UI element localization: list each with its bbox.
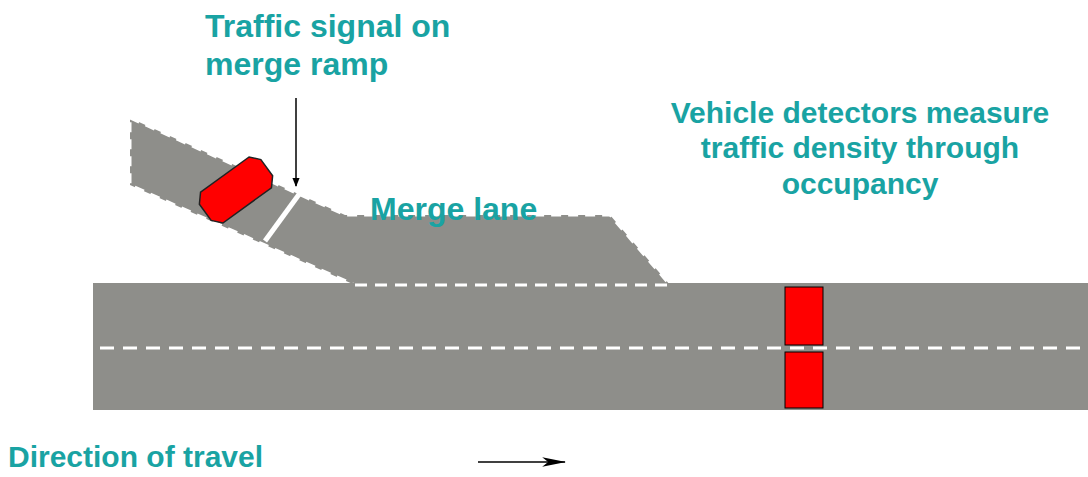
direction-label: Direction of travel — [8, 439, 263, 474]
car — [194, 152, 278, 227]
merge-ramp — [130, 118, 670, 285]
merge-lane-label: Merge lane — [370, 191, 630, 229]
leader-arrow — [295, 98, 297, 186]
lane-divider — [100, 347, 1088, 350]
direction-arrow — [478, 461, 565, 463]
vehicle-detector — [785, 287, 823, 345]
lane-boundary — [355, 284, 670, 287]
signal-stop-line — [265, 193, 300, 241]
detector-label: Vehicle detectors measure traffic densit… — [636, 95, 1084, 201]
signal-label: Traffic signal on merge ramp — [205, 8, 480, 84]
vehicle-detector — [785, 352, 823, 408]
main-road — [93, 283, 1088, 410]
